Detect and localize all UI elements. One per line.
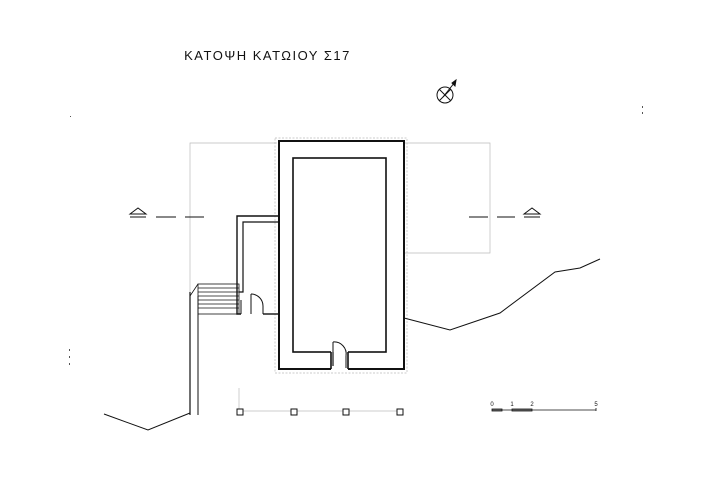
scale-label-5: 5 [594, 402, 598, 408]
column-marker [236, 408, 244, 416]
column-marker [396, 408, 404, 416]
columns [236, 408, 404, 416]
scale-bar [491, 408, 597, 412]
margin-ticks [69, 106, 643, 365]
column-marker [342, 408, 350, 416]
column-marker [290, 408, 298, 416]
drawing-title: ΚΑΤΟΨΗ ΚΑΤΩΙΟΥ Σ17 [184, 48, 351, 63]
section-marker-icon [469, 207, 542, 218]
scale-label-0: 0 [490, 402, 494, 408]
upper-floor-outline [189, 137, 491, 412]
staircase [189, 283, 240, 415]
terrain-line [103, 258, 601, 431]
section-marker-icon [128, 207, 204, 218]
annex-room [236, 215, 279, 315]
north-arrow-icon [436, 78, 457, 104]
scale-label-1: 1 [510, 402, 514, 408]
scale-label-2: 2 [530, 402, 534, 408]
main-room [278, 140, 405, 371]
